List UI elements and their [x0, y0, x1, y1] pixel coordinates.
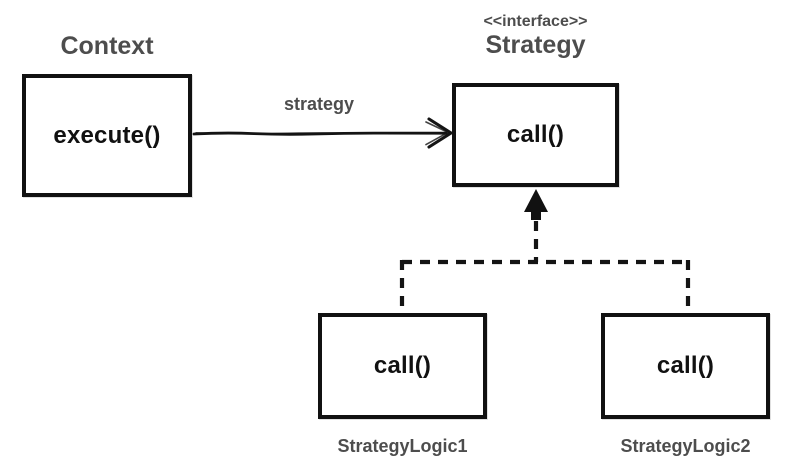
strategy-node: call() — [452, 83, 619, 187]
strategy-logic1-title: StrategyLogic1 — [337, 436, 468, 456]
strategy-logic1-node: call() — [318, 313, 487, 419]
strategy-logic2-method-call: call() — [656, 352, 715, 379]
context-method-execute: execute() — [53, 121, 161, 149]
context-node: execute() — [22, 74, 192, 197]
strategy-logic1-method-call: call() — [373, 352, 432, 379]
strategy-logic2-node: call() — [601, 313, 770, 419]
realization-arrowhead — [524, 189, 548, 220]
context-node-title: Context — [60, 32, 154, 60]
association-edge — [192, 117, 454, 149]
strategy-method-call: call() — [506, 121, 565, 148]
realization-edges — [399, 221, 691, 312]
open-arrowhead-icon — [427, 117, 454, 149]
filled-triangle-arrowhead-icon — [524, 189, 548, 212]
strategy-stereotype-label: <<interface>> — [483, 13, 588, 30]
strategy-logic2-title: StrategyLogic2 — [620, 436, 751, 456]
strategy-node-title: Strategy — [485, 31, 586, 59]
arrowhead-stem — [531, 210, 541, 220]
association-edge-label: strategy — [283, 94, 355, 114]
open-arrowhead-sketch-icon — [425, 121, 450, 146]
association-line-sketch — [195, 132, 451, 135]
